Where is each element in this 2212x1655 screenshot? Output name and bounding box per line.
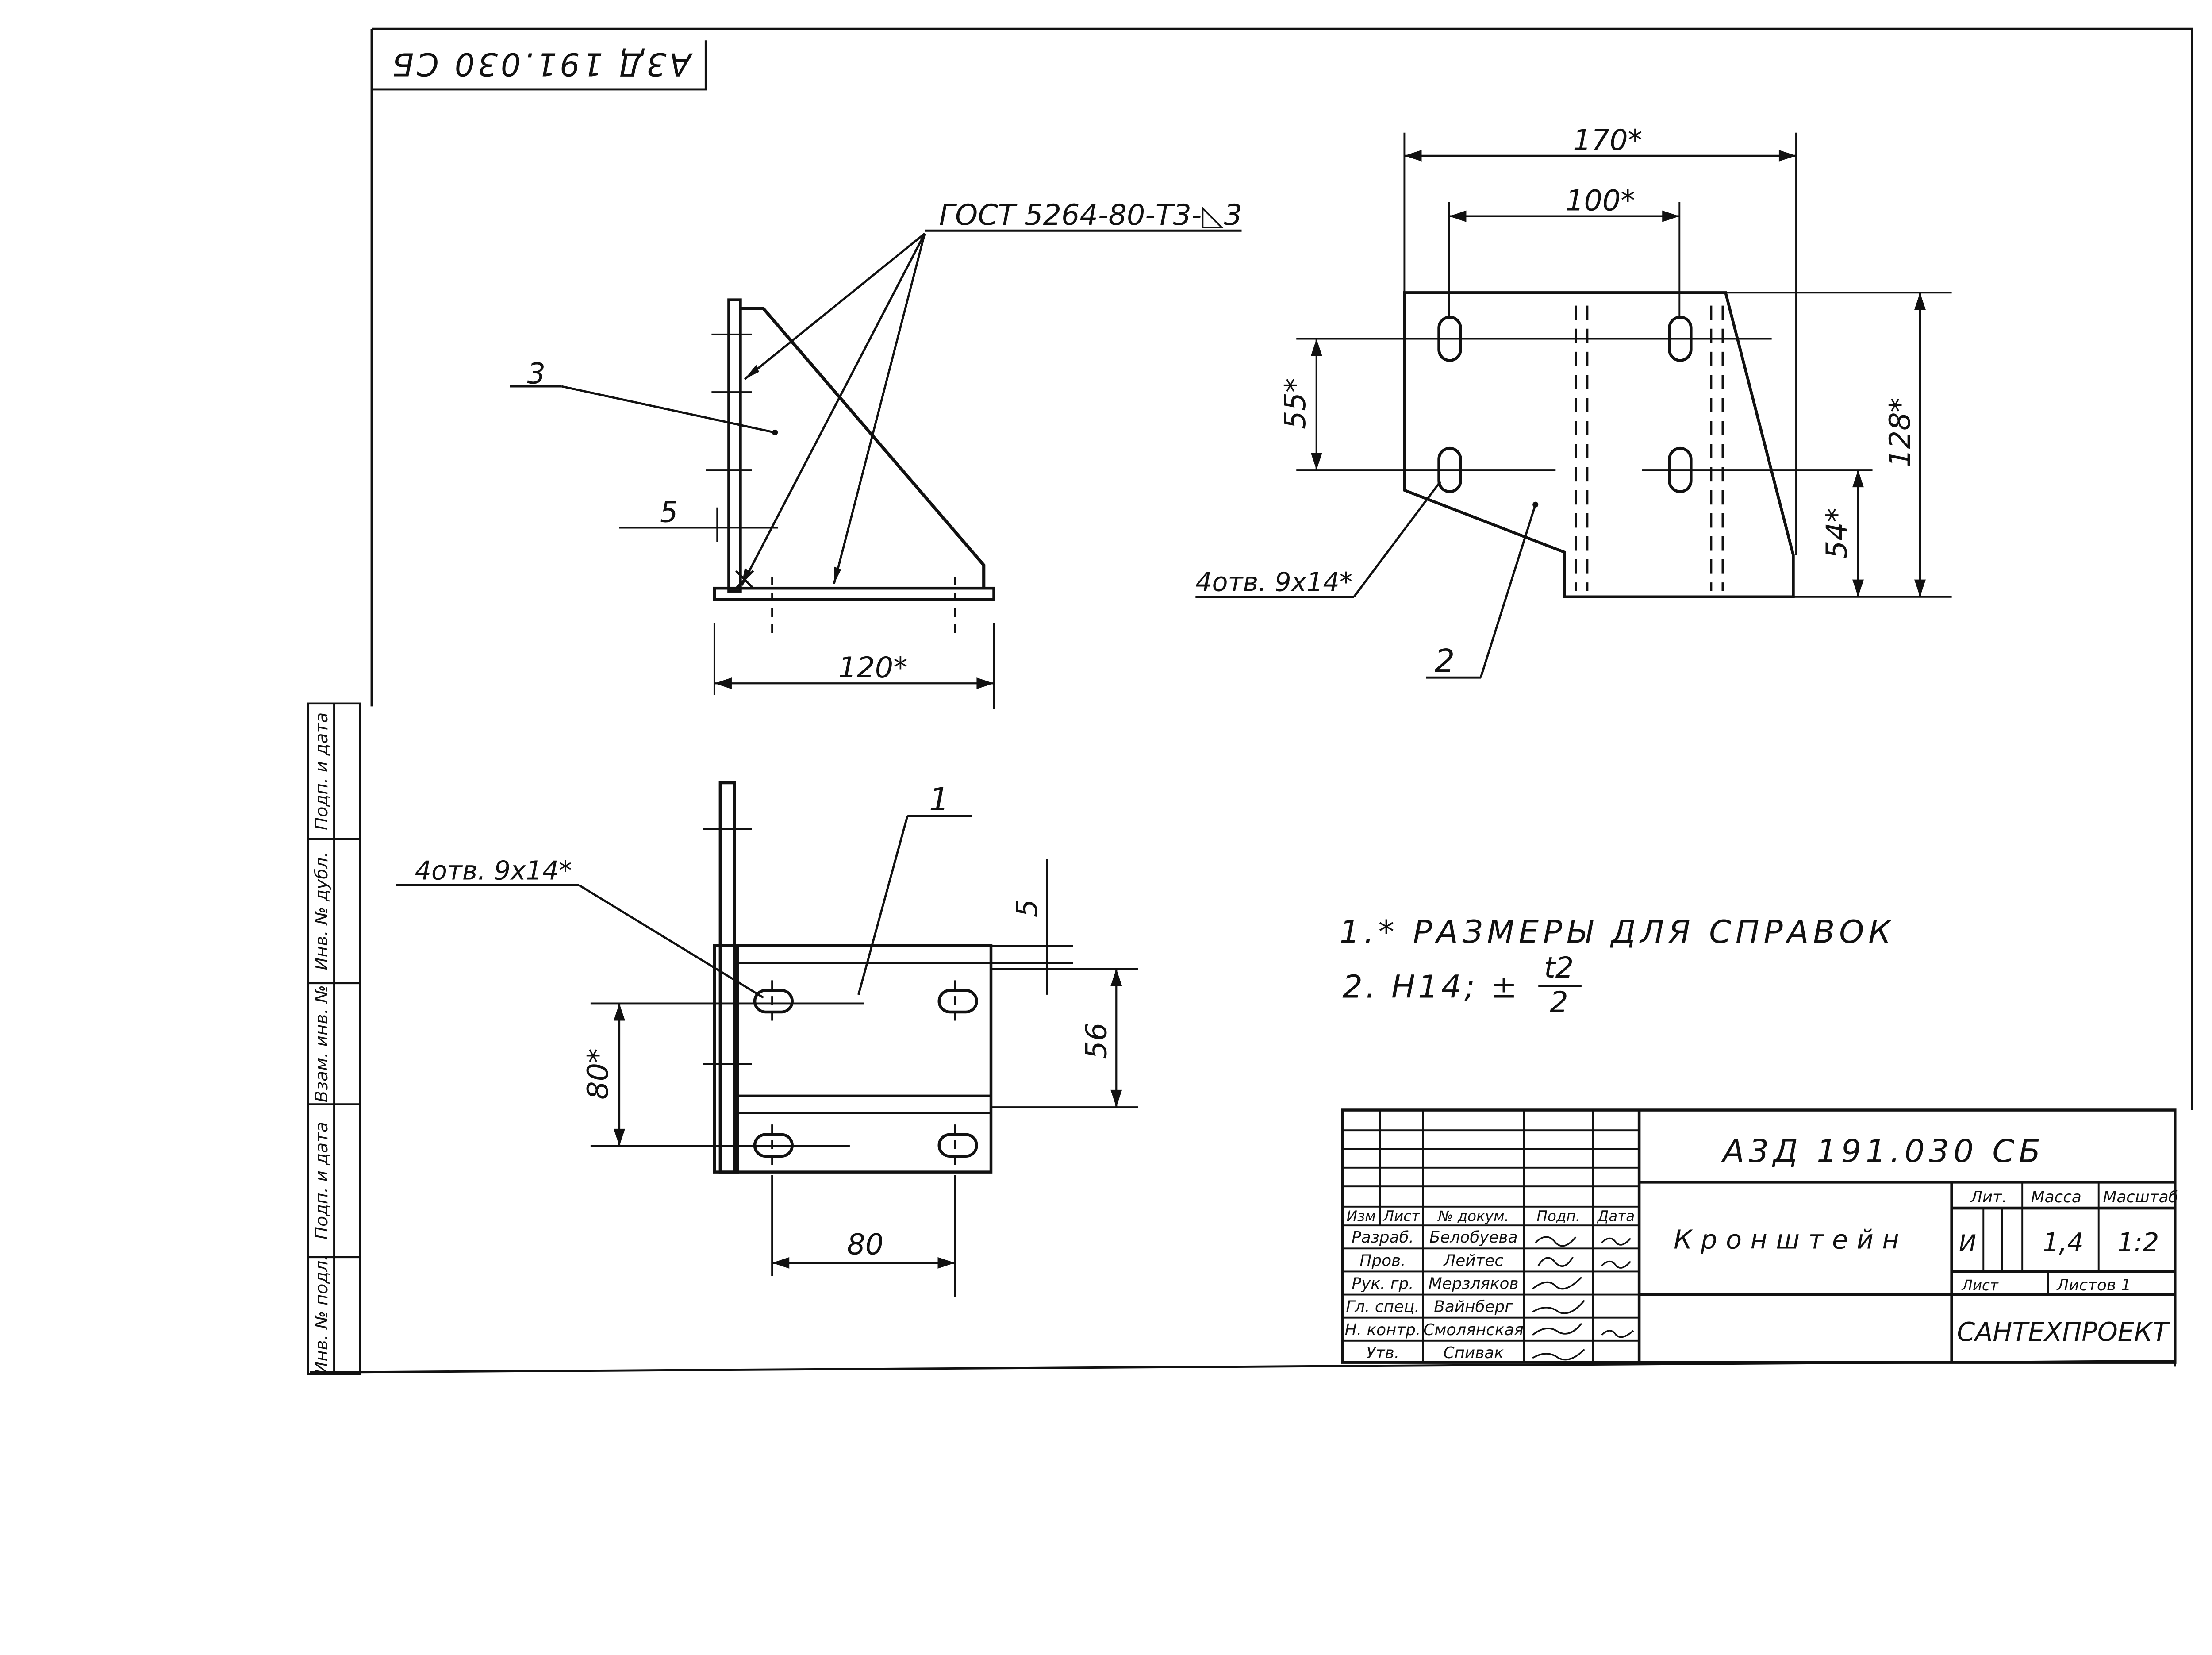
callout-2-dot <box>1532 501 1539 508</box>
callout-3-leader <box>510 385 776 434</box>
title-role: Пров. <box>1360 1251 1406 1270</box>
side-stamp-label: Взам. инв. № <box>312 985 332 1102</box>
front-view <box>1403 291 1952 599</box>
plan-view-centerlines <box>590 828 1138 1298</box>
holes-right-label: 4отв. 9х14* <box>1195 567 1352 597</box>
title-person: Спивак <box>1444 1344 1504 1362</box>
title-scale-value: 1:2 <box>2117 1228 2159 1258</box>
title-scale-label: Масштаб <box>2103 1188 2178 1206</box>
dim-128-label: 128* <box>1884 398 1917 467</box>
title-code: А3Д 191.030 СБ <box>1721 1132 2045 1170</box>
title-person: Лейтес <box>1443 1251 1503 1270</box>
dim-80v-arrows <box>613 1003 626 1146</box>
side-stamp-label: Подп. и дата <box>312 1122 332 1239</box>
side-stamp-label: Инв. № подл. <box>312 1255 332 1374</box>
dim-5-bottom-label: 5 <box>1011 899 1044 917</box>
side-stamp-label: Подп. и дата <box>312 712 332 830</box>
top-stamp-code: А3Д 191.030 СБ <box>389 46 693 83</box>
weld-spec-label: ГОСТ 5264-80-Т3-◺3 <box>939 199 1242 232</box>
holes-right-leader <box>1195 481 1441 598</box>
dim-170-label: 170* <box>1573 124 1642 157</box>
title-role: Рук. гр. <box>1352 1274 1414 1293</box>
plan-view-hidden <box>771 980 956 1171</box>
title-role: Н. контр. <box>1345 1321 1421 1339</box>
dim-55-label: 55* <box>1279 378 1312 429</box>
dim-5-side <box>619 507 778 542</box>
title-person: Вайнберг <box>1434 1298 1513 1316</box>
title-header: № докум. <box>1437 1208 1509 1224</box>
dim-56-label: 56 <box>1080 1023 1113 1059</box>
callout-3-dot <box>772 429 778 435</box>
note-2-prefix: 2. Н14; ± <box>1342 968 1520 1005</box>
title-role: Разраб. <box>1352 1228 1414 1247</box>
title-sheets-label: Листов 1 <box>2056 1276 2131 1294</box>
side-stamp: Подп. и дата Инв. № дубл. Взам. инв. № П… <box>307 702 361 1375</box>
callout-2-leader <box>1426 504 1537 679</box>
title-name: Кронштейн <box>1674 1224 1908 1255</box>
title-header: Подп. <box>1537 1208 1580 1224</box>
title-block: Изм Лист № докум. Подп. Дата Разраб. Бел… <box>1341 1108 2178 1364</box>
plan-view <box>713 781 993 1174</box>
title-mass-value: 1,4 <box>2043 1228 2084 1258</box>
dim-54-label: 54* <box>1820 508 1854 559</box>
title-header: Дата <box>1597 1208 1635 1224</box>
title-sheet-label: Лист <box>1961 1277 1998 1294</box>
dim-56-arrows <box>1110 969 1122 1108</box>
dim-80v-label: 80* <box>582 1048 615 1099</box>
dim-120-label: 120* <box>838 651 908 685</box>
dim-5-side-label: 5 <box>660 496 678 529</box>
holes-bottom-leader <box>396 884 764 999</box>
callout-2: 2 <box>1435 642 1455 679</box>
note-1: 1.* РАЗМЕРЫ ДЛЯ СПРАВОК <box>1340 913 1895 951</box>
title-person: Белобуева <box>1429 1228 1518 1247</box>
weld-leader-lines <box>741 229 1242 586</box>
title-mass-label: Масса <box>2031 1188 2081 1206</box>
title-header: Лист <box>1383 1208 1420 1224</box>
front-view-slots <box>1437 316 1693 493</box>
dim-80h-label: 80 <box>847 1228 883 1261</box>
signature-marks <box>1532 1236 1634 1361</box>
title-lit-value: И <box>1959 1231 1976 1257</box>
callout-3: 3 <box>527 358 545 391</box>
title-header: Изм <box>1347 1208 1376 1224</box>
callout-1-leader <box>857 815 972 995</box>
front-view-hidden-lines <box>1575 305 1724 591</box>
title-role: Утв. <box>1366 1344 1399 1362</box>
drawing-frame <box>309 27 2193 1374</box>
callout-1: 1 <box>929 781 949 818</box>
title-person: Мерзляков <box>1429 1274 1519 1293</box>
holes-bottom-label: 4отв. 9х14* <box>415 855 572 885</box>
plan-view-slots <box>753 989 978 1158</box>
title-role: Гл. спец. <box>1346 1298 1419 1316</box>
title-lit-label: Лит. <box>1970 1188 2007 1206</box>
front-view-centerlines <box>1296 132 1873 555</box>
note-2-numerator: t2 <box>1544 951 1574 985</box>
dim-100-label: 100* <box>1566 185 1635 218</box>
side-elevation-view <box>706 298 995 709</box>
note-2-denominator: 2 <box>1550 986 1568 1019</box>
title-org: САНТЕХПРОЕКТ <box>1957 1317 2170 1347</box>
side-stamp-label: Инв. № дубл. <box>312 852 332 970</box>
weld-arrow-marker <box>741 365 841 585</box>
title-person: Смолянская <box>1423 1321 1524 1339</box>
